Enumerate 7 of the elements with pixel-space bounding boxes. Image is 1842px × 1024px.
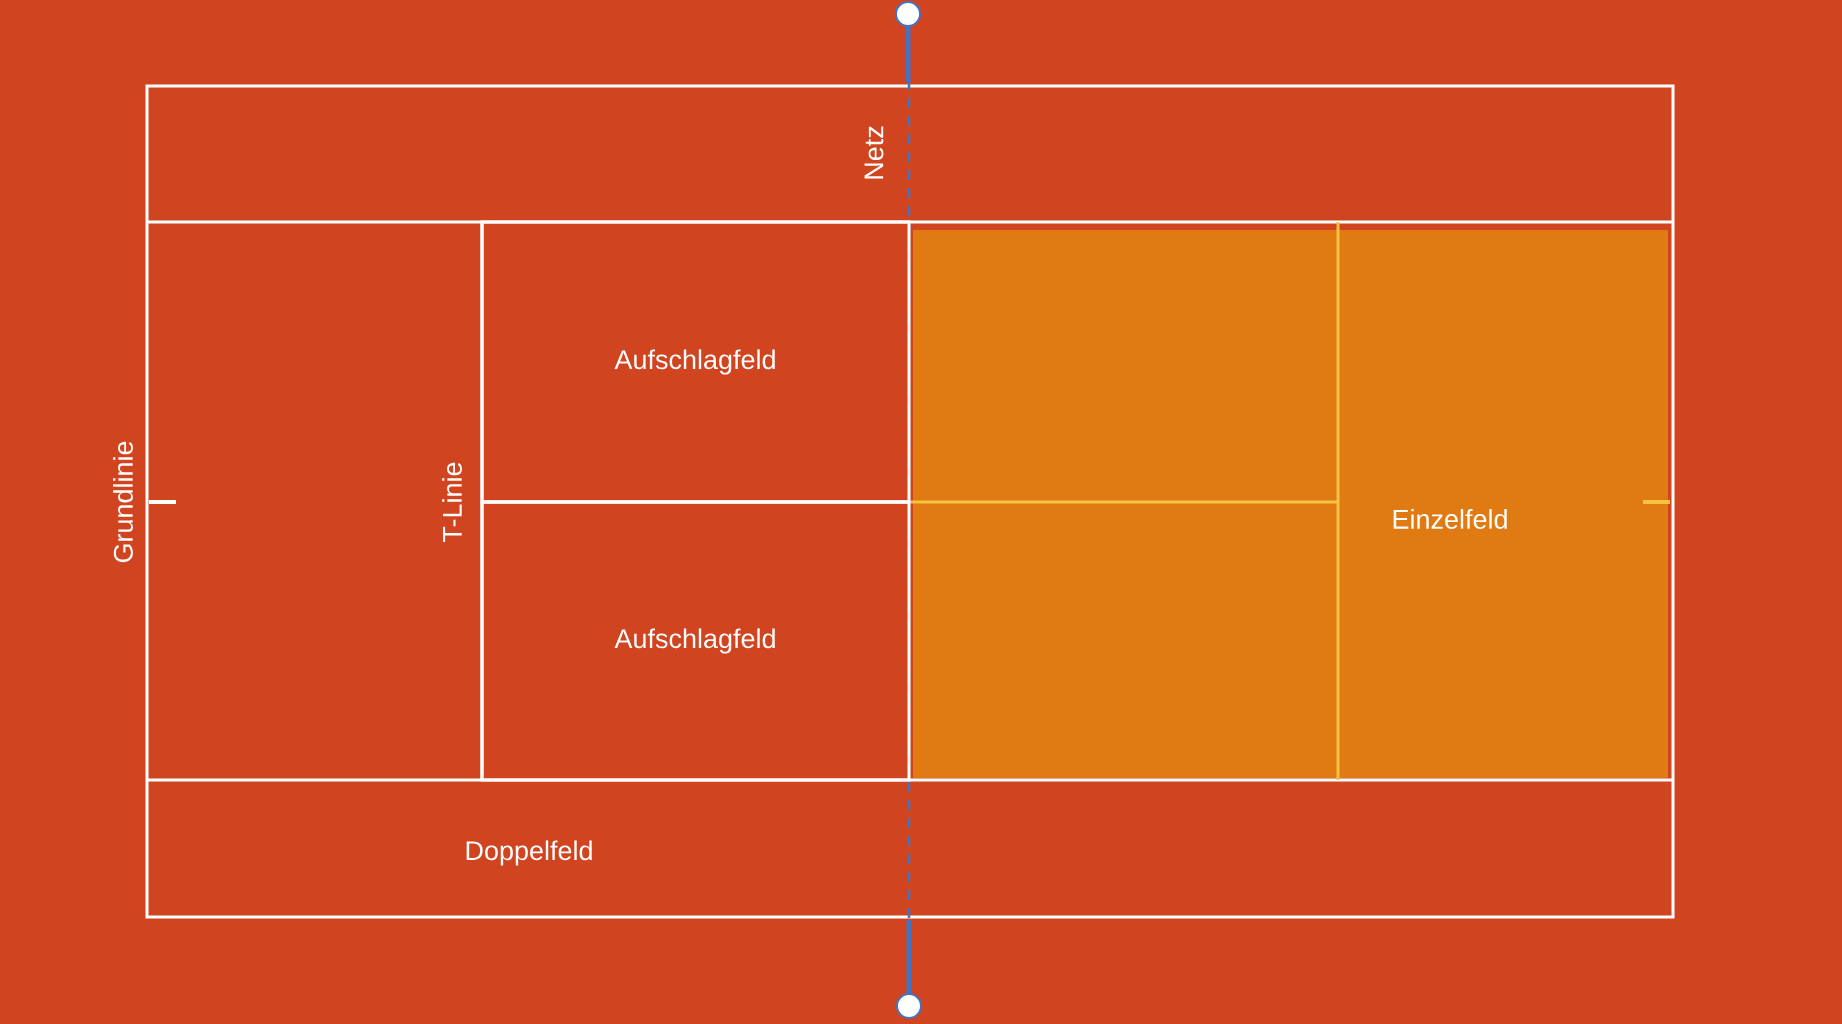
court-label: Grundlinie — [113, 441, 133, 563]
court-label: Netz — [864, 126, 884, 179]
service-box: Aufschlagfeld — [480, 220, 911, 504]
service-box: Aufschlagfeld — [480, 500, 911, 782]
court-label: Doppelfeld — [466, 840, 592, 866]
court-label: Einzelfeld — [1393, 509, 1507, 529]
court-label: T-Linie — [442, 462, 462, 542]
